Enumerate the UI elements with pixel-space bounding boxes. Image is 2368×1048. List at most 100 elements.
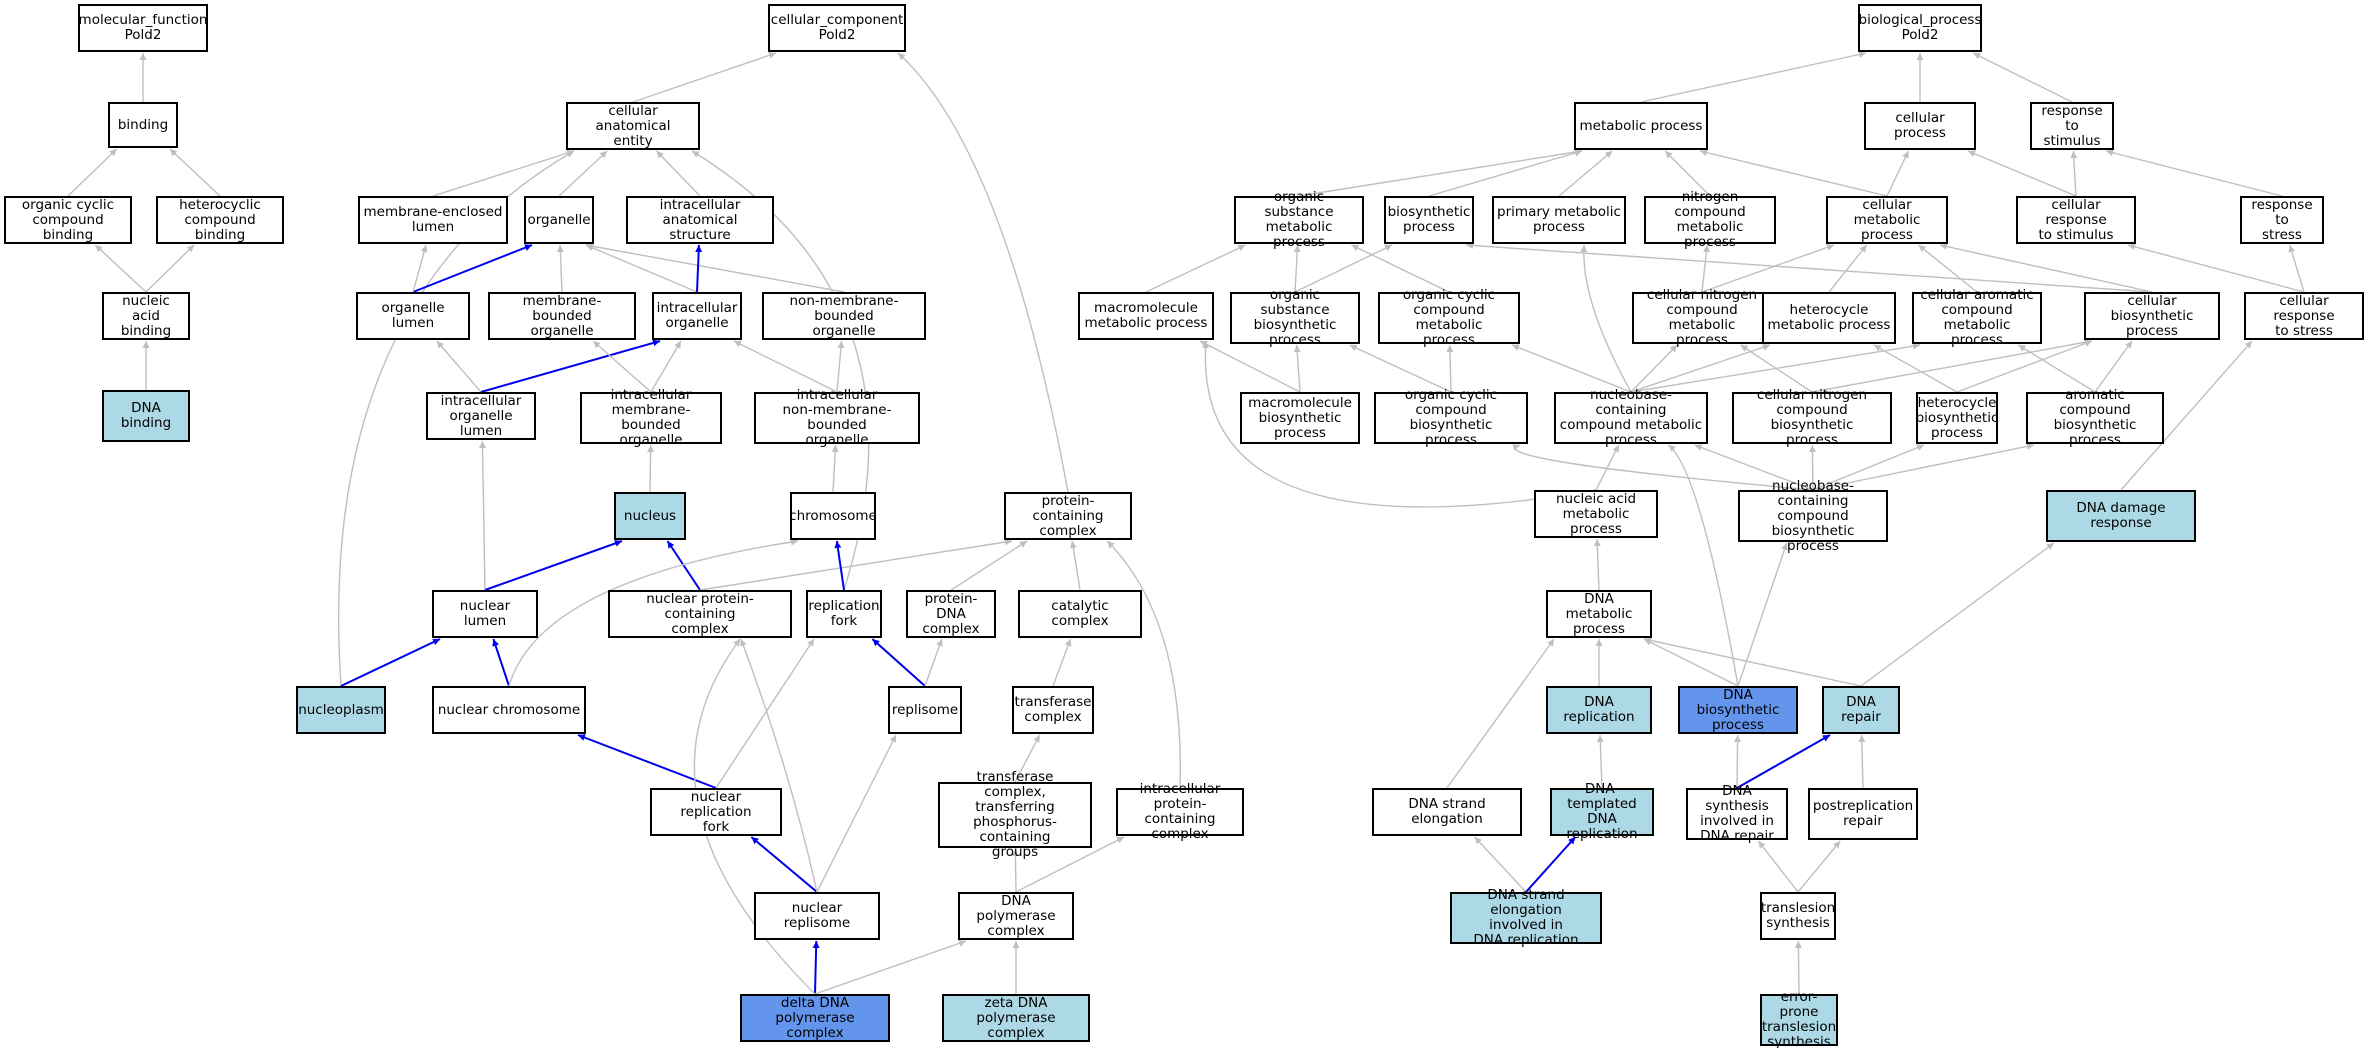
node-biosyn[interactable]: biosynthetic process: [1384, 196, 1474, 244]
node-nrf[interactable]: nuclear replication fork: [650, 788, 782, 836]
node-ias[interactable]: intracellular anatomical structure: [626, 196, 774, 244]
node-ncbp[interactable]: nucleobase-containing compound biosynthe…: [1738, 478, 1888, 553]
node-nucleus[interactable]: nucleus: [614, 492, 686, 540]
edge-dnabp-to-dnamp: [1643, 638, 1739, 687]
node-cc[interactable]: cellular_component Pold2: [768, 4, 906, 52]
node-chromosome[interactable]: chromosome: [789, 492, 877, 540]
edge-biosyn-to-metab: [1428, 149, 1583, 197]
edge-nucrep-to-npcc: [740, 638, 818, 893]
edge-hbp-to-hmp: [1873, 344, 1958, 393]
node-osbp[interactable]: organic substance biosynthetic process: [1230, 288, 1360, 348]
node-dnapol[interactable]: DNA polymerase complex: [958, 892, 1074, 940]
node-rts[interactable]: response to stimulus: [2030, 102, 2114, 150]
node-transcomp[interactable]: transferase complex: [1012, 686, 1094, 734]
edge-inmbo-to-intorg: [733, 340, 838, 393]
node-metab[interactable]: metabolic process: [1574, 102, 1708, 150]
node-dnabp[interactable]: DNA biosynthetic process: [1678, 686, 1798, 734]
node-nucleoplasm[interactable]: nucleoplasm: [296, 686, 386, 734]
node-tls[interactable]: translesion synthesis: [1760, 892, 1836, 940]
node-postrep[interactable]: postreplication repair: [1808, 788, 1918, 840]
node-npcc[interactable]: nuclear protein-containing complex: [608, 590, 792, 638]
node-nabind[interactable]: nucleic acid binding: [102, 292, 190, 340]
node-binding[interactable]: binding: [108, 102, 178, 148]
node-cmp[interactable]: cellular metabolic process: [1826, 196, 1948, 244]
node-mf[interactable]: molecular_function Pold2: [78, 4, 208, 52]
edge-pdna-to-pcc: [950, 540, 1028, 591]
node-imbo[interactable]: intracellular membrane-bounded organelle: [580, 388, 722, 448]
node-dsidr[interactable]: DNA synthesis involved in DNA repair: [1686, 784, 1788, 844]
node-mmp[interactable]: macromolecule metabolic process: [1078, 292, 1214, 340]
node-ipcc[interactable]: intracellular protein-containing complex: [1116, 782, 1244, 842]
node-dnarep[interactable]: DNA replication: [1546, 686, 1652, 734]
node-iol[interactable]: intracellular organelle lumen: [426, 392, 536, 440]
node-acbp[interactable]: aromatic compound biosynthetic process: [2026, 388, 2164, 448]
node-cae[interactable]: cellular anatomical entity: [566, 102, 700, 150]
edge-ncbp-to-ncmpx: [1694, 444, 1814, 491]
node-ncmpx[interactable]: nucleobase-containing compound metabolic…: [1554, 388, 1708, 448]
node-tctpcg[interactable]: transferase complex, transferring phosph…: [938, 770, 1092, 860]
node-hmp[interactable]: heterocycle metabolic process: [1762, 292, 1896, 344]
node-dnabind[interactable]: DNA binding: [102, 390, 190, 442]
edge-acbp-to-cbp: [2094, 340, 2133, 393]
node-dnamp[interactable]: DNA metabolic process: [1546, 590, 1652, 638]
node-replisome[interactable]: replisome: [888, 686, 962, 734]
node-pdna[interactable]: protein-DNA complex: [906, 590, 996, 638]
node-hbp[interactable]: heterocycle biosynthetic process: [1916, 392, 1998, 444]
edge-hmp-to-cmp: [1828, 244, 1868, 293]
node-ddr[interactable]: DNA damage response: [2046, 490, 2196, 542]
node-orgcyc_bind[interactable]: organic cyclic compound binding: [4, 196, 132, 244]
edge-dsidr-to-dnabp: [1734, 734, 1742, 789]
node-nucrep[interactable]: nuclear replisome: [754, 892, 880, 940]
node-hetcyc_bind[interactable]: heterocyclic compound binding: [156, 196, 284, 244]
node-bp[interactable]: biological_process Pold2: [1858, 4, 1982, 52]
node-mbp[interactable]: macromolecule biosynthetic process: [1240, 392, 1360, 444]
node-osmp[interactable]: organic substance metabolic process: [1234, 190, 1364, 250]
edge-cae-to-cc: [632, 51, 777, 103]
node-cacmp[interactable]: cellular aromatic compound metabolic pro…: [1912, 288, 2042, 348]
node-repfork[interactable]: replication fork: [806, 590, 882, 638]
node-organelle[interactable]: organelle: [524, 196, 594, 244]
node-nucchrom[interactable]: nuclear chromosome: [432, 686, 586, 734]
edge-ias-to-cae: [655, 150, 701, 197]
edge-dnapol-to-ipcc: [1015, 836, 1125, 893]
node-dtdr[interactable]: DNA-templated DNA replication: [1550, 782, 1654, 842]
edge-replisome-to-repfork: [871, 638, 926, 687]
node-ncmp[interactable]: nitrogen compound metabolic process: [1644, 190, 1776, 250]
node-dnarepair[interactable]: DNA repair: [1822, 686, 1900, 734]
node-namp[interactable]: nucleic acid metabolic process: [1534, 490, 1658, 538]
node-crtstress[interactable]: cellular response to stress: [2244, 292, 2364, 340]
node-nmbo[interactable]: non-membrane-bounded organelle: [762, 292, 926, 340]
edge-crtstress-to-rtstress: [2288, 244, 2305, 293]
node-mbo[interactable]: membrane-bounded organelle: [488, 292, 636, 340]
edge-pcc-to-cc: [897, 52, 1069, 493]
node-intorg[interactable]: intracellular organelle: [652, 292, 742, 340]
node-cncbp[interactable]: cellular nitrogen compound biosynthetic …: [1732, 388, 1892, 448]
node-cellproc[interactable]: cellular process: [1864, 102, 1976, 150]
node-catcomp[interactable]: catalytic complex: [1018, 590, 1142, 638]
node-delta[interactable]: delta DNA polymerase complex: [740, 994, 890, 1042]
edge-namp-to-ncmpx: [1595, 444, 1620, 491]
edge-nucchrom-to-chromosome: [508, 538, 799, 687]
node-cbp[interactable]: cellular biosynthetic process: [2084, 292, 2220, 340]
edge-nabind-to-hetcyc_bind: [145, 244, 195, 293]
node-rtstress[interactable]: response to stress: [2240, 196, 2324, 244]
node-eptls[interactable]: error-prone translesion synthesis: [1760, 989, 1838, 1048]
node-primmet[interactable]: primary metabolic process: [1492, 196, 1626, 244]
node-orglumen[interactable]: organelle lumen: [356, 292, 470, 340]
node-crts[interactable]: cellular response to stimulus: [2016, 196, 2136, 244]
node-occbp[interactable]: organic cyclic compound biosynthetic pro…: [1374, 388, 1528, 448]
edge-repfork-to-chromosome: [834, 540, 845, 591]
node-dseidr[interactable]: DNA strand elongation involved in DNA re…: [1450, 888, 1602, 948]
node-occmp[interactable]: organic cyclic compound metabolic proces…: [1378, 288, 1520, 348]
edge-delta-to-nucrep: [812, 940, 820, 995]
edge-orglumen-to-organelle: [412, 244, 533, 293]
node-zeta[interactable]: zeta DNA polymerase complex: [942, 994, 1090, 1042]
node-dse[interactable]: DNA strand elongation: [1372, 788, 1522, 836]
node-mel[interactable]: membrane-enclosed lumen: [358, 196, 508, 244]
node-inmbo[interactable]: intracellular non-membrane-bounded organ…: [754, 388, 920, 448]
node-pcc[interactable]: protein-containing complex: [1004, 492, 1132, 540]
node-nuclumen[interactable]: nuclear lumen: [432, 590, 538, 638]
node-cncmp[interactable]: cellular nitrogen compound metabolic pro…: [1632, 288, 1772, 348]
edge-hetcyc_bind-to-binding: [169, 148, 221, 197]
edge-nucrep-to-replisome: [816, 734, 897, 893]
